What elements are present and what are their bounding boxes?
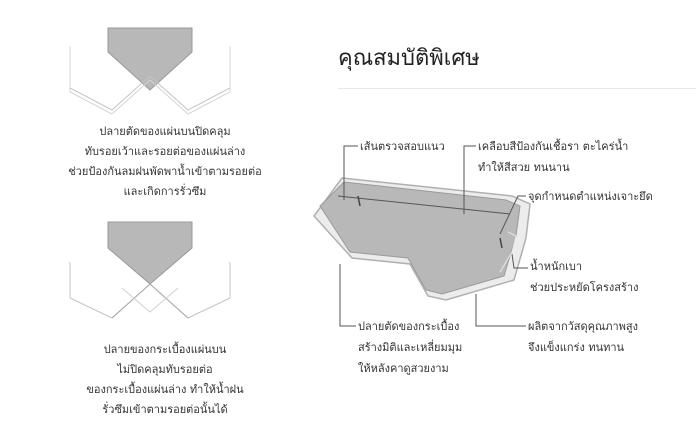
caption-line: ของกระเบื้องแผ่นล่าง ทำให้น้ำฝน <box>86 383 244 396</box>
callout-quality: ผลิตจากวัสดุคุณภาพสูง จึงแข็งแกร่ง ทนทาน <box>528 316 638 358</box>
leader-guide-line <box>343 145 358 200</box>
overlap-diagram-bad <box>69 221 231 319</box>
tile-highlight <box>499 231 517 273</box>
leader-cut-edge <box>339 264 356 327</box>
callout-text: ช่วยประหยัดโครงสร้าง <box>530 281 639 294</box>
caption-line: ช่วยป้องกันลมฝนพัดพาน้ำเข้าตามรอยต่อ <box>68 165 262 178</box>
fixing-tick <box>499 237 503 249</box>
overlap-diagram-good <box>69 27 231 115</box>
tile-body <box>319 181 521 295</box>
callout-leaders <box>339 145 528 327</box>
roof-tile-illustration <box>313 177 531 301</box>
callout-text: ให้หลังคาดูสวยงาม <box>358 362 449 375</box>
callout-guide-line: เส้นตรวจสอบแนว <box>360 136 445 157</box>
caption-line: และเกิดการรั่วซึม <box>123 185 207 198</box>
leader-quality <box>475 294 526 327</box>
lower-tile-shadow <box>69 46 231 115</box>
callout-text: ทำให้สีสวย ทนนาน <box>478 161 570 174</box>
caption-line: ปลายตัดของแผ่นบนปิดคลุม <box>99 125 231 138</box>
callout-text: จุดกำหนดตำแหน่งเจาะยึด <box>528 190 653 203</box>
callout-light-weight: น้ำหนักเบา ช่วยประหยัดโครงสร้าง <box>530 256 638 298</box>
leader-fixing <box>499 195 526 235</box>
leader-weight <box>511 253 528 269</box>
title-divider <box>338 88 696 89</box>
caption-line: รั่วซึมเข้าตามรอยต่อนั้นได้ <box>102 403 228 416</box>
lower-tile-shadow <box>121 287 179 313</box>
caption-line: ทับรอยเว้าและรอยต่อของแผ่นล่าง <box>84 145 246 158</box>
callout-text: น้ำหนักเบา <box>530 260 583 273</box>
caption-line: ไม่ปิดคลุมทับรอยต่อ <box>117 363 213 376</box>
page-title: คุณสมบัติพิเศษ <box>338 46 480 71</box>
caption-line: ปลายของกระเบื้องแผ่นบน <box>103 343 227 356</box>
guide-tick <box>357 195 361 207</box>
callout-text: ผลิตจากวัสดุคุณภาพสูง <box>528 320 638 333</box>
callout-text: จึงแข็งแกร่ง ทนทาน <box>528 341 625 354</box>
caption-bad-overlap: ปลายของกระเบื้องแผ่นบน ไม่ปิดคลุมทับรอยต… <box>60 340 270 420</box>
caption-good-overlap: ปลายตัดของแผ่นบนปิดคลุม ทับรอยเว้าและรอย… <box>60 122 270 202</box>
callout-text: ปลายตัดของกระเบื้อง <box>358 320 460 333</box>
top-tile-shape <box>107 221 193 285</box>
callout-coating: เคลือบสีป้องกันเชื้อรา ตะไคร่น้ำ ทำให้สี… <box>478 136 628 178</box>
joint-gap <box>111 283 189 319</box>
callout-text: เคลือบสีป้องกันเชื้อรา ตะไคร่น้ำ <box>478 140 629 153</box>
lower-tile-edge <box>69 283 231 319</box>
guide-line-mark <box>337 195 511 215</box>
callout-fixing-point: จุดกำหนดตำแหน่งเจาะยึด <box>528 186 653 207</box>
callout-text: สร้างมิติและเหลี่ยมมุม <box>358 341 463 354</box>
top-tile-shape <box>107 27 193 91</box>
callout-cut-edge: ปลายตัดของกระเบื้อง สร้างมิติและเหลี่ยมม… <box>358 316 462 379</box>
callout-text: เส้นตรวจสอบแนว <box>360 140 445 153</box>
leader-coating <box>463 145 476 214</box>
